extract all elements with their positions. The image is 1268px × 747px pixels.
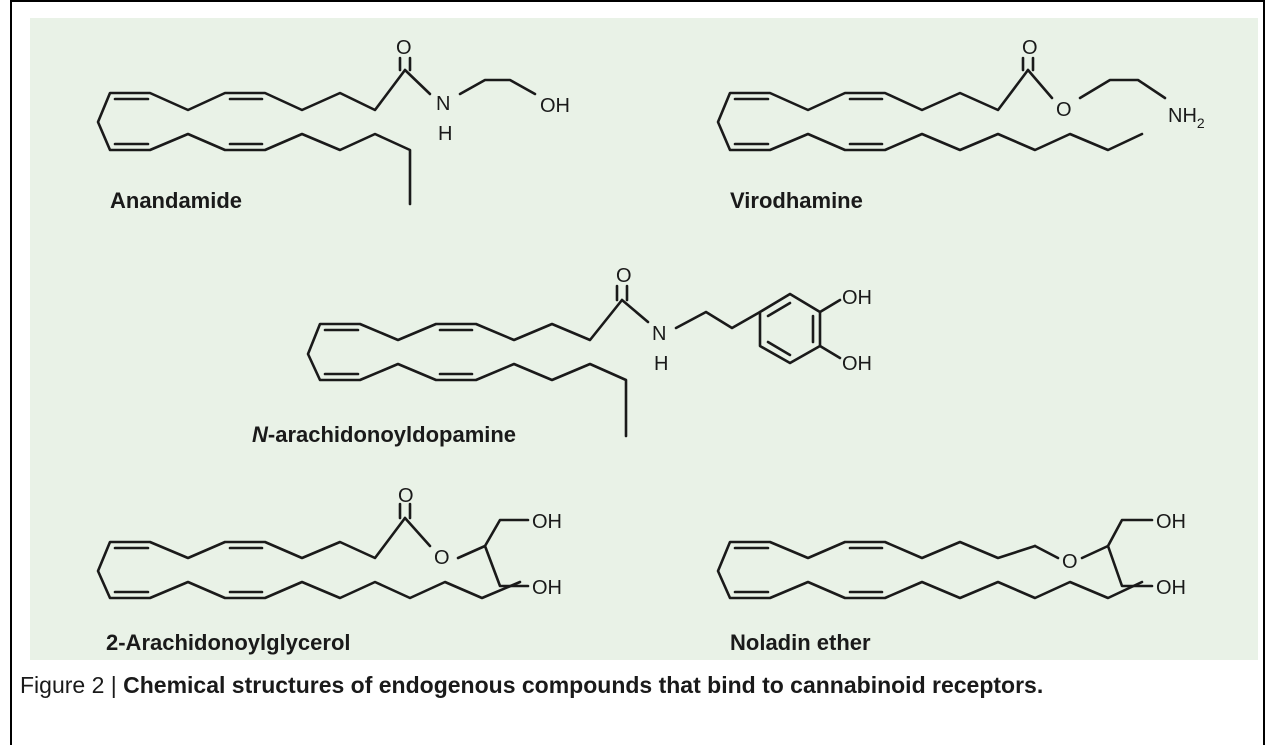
- anandamide-amide-side: [458, 78, 537, 96]
- 2ag-hydroxyl-label-2: OH: [532, 577, 562, 599]
- nada-double-bonds: [323, 328, 474, 376]
- noladin-hydroxyl-label-2: OH: [1156, 577, 1186, 599]
- virodhamine-carbonyl-oxygen-label: O: [1022, 37, 1038, 59]
- nada-hydroxyl-bonds: [818, 298, 842, 360]
- virodhamine-name: Virodhamine: [730, 188, 863, 213]
- nada-name-italic-prefix: N: [252, 422, 269, 447]
- noladin-chain: [716, 540, 1144, 600]
- virodhamine-amine-nh: NH: [1168, 105, 1197, 127]
- virodhamine-double-bonds: [733, 97, 884, 146]
- nada-name-rest: -arachidonoyldopamine: [268, 422, 516, 447]
- anandamide-nitrogen-label: N: [436, 93, 450, 115]
- virodhamine-structure: O O NH2 Virodhamine: [716, 37, 1205, 213]
- 2ag-chain: [96, 516, 522, 600]
- anandamide-chain: [96, 68, 412, 206]
- 2ag-carbonyl: [398, 502, 432, 548]
- nada-amide-side: [674, 310, 762, 330]
- virodhamine-amine-label: NH2: [1168, 105, 1205, 131]
- noladin-glycerol: [1106, 518, 1154, 588]
- 2ag-glycerol: [456, 518, 530, 588]
- virodhamine-carbonyl: [1021, 56, 1054, 100]
- 2ag-double-bonds: [113, 546, 264, 594]
- nada-nitrogen-label: N: [652, 323, 666, 345]
- nada-hydroxyl-label-2: OH: [842, 353, 872, 375]
- virodhamine-ester-side: [1078, 78, 1167, 100]
- virodhamine-ester-oxygen-label: O: [1056, 99, 1072, 121]
- nada-chain: [306, 298, 628, 438]
- structures-canvas: O N H OH Anandamide O O NH2 Virodhamine …: [96, 37, 1205, 655]
- n-arachidonoyldopamine-name: N-arachidonoyldopamine: [252, 422, 516, 447]
- noladin-ether-structure: O OH OH Noladin ether: [716, 511, 1186, 655]
- 2-arachidonoylglycerol-structure: O O OH OH 2-Arachidonoylglycerol: [96, 485, 562, 655]
- anandamide-double-bonds: [113, 97, 264, 146]
- n-arachidonoyldopamine-structure: O N H OH OH N-arachidonoyldopamine: [252, 265, 872, 447]
- 2ag-carbonyl-oxygen-label: O: [398, 485, 414, 507]
- noladin-ether-oxygen-label: O: [1062, 551, 1078, 573]
- figure-title: Chemical structures of endogenous compou…: [123, 672, 1044, 698]
- nada-hydroxyl-label-1: OH: [842, 287, 872, 309]
- nada-ring-double-bonds: [766, 301, 815, 357]
- anandamide-oxygen-label: O: [396, 37, 412, 59]
- anandamide-structure: O N H OH Anandamide: [96, 37, 570, 213]
- anandamide-name: Anandamide: [110, 188, 242, 213]
- structures-panel: O N H OH Anandamide O O NH2 Virodhamine …: [30, 18, 1258, 660]
- 2-arachidonoylglycerol-name: 2-Arachidonoylglycerol: [106, 630, 351, 655]
- figure-caption: Figure 2 | Chemical structures of endoge…: [20, 668, 1250, 702]
- noladin-double-bonds: [733, 546, 884, 594]
- nada-carbonyl: [615, 284, 650, 324]
- noladin-hydroxyl-label-1: OH: [1156, 511, 1186, 533]
- noladin-ether-name: Noladin ether: [730, 630, 871, 655]
- virodhamine-amine-subscript: 2: [1197, 115, 1205, 131]
- noladin-ether-link: [1033, 544, 1110, 560]
- 2ag-hydroxyl-label-1: OH: [532, 511, 562, 533]
- 2ag-ester-oxygen-label: O: [434, 547, 450, 569]
- virodhamine-chain: [716, 68, 1144, 152]
- anandamide-hydrogen-label: H: [438, 123, 452, 145]
- anandamide-carbonyl: [398, 56, 432, 96]
- nada-oxygen-label: O: [616, 265, 632, 287]
- anandamide-hydroxyl-label: OH: [540, 95, 570, 117]
- figure-label: Figure 2 |: [20, 672, 124, 698]
- nada-hydrogen-label: H: [654, 353, 668, 375]
